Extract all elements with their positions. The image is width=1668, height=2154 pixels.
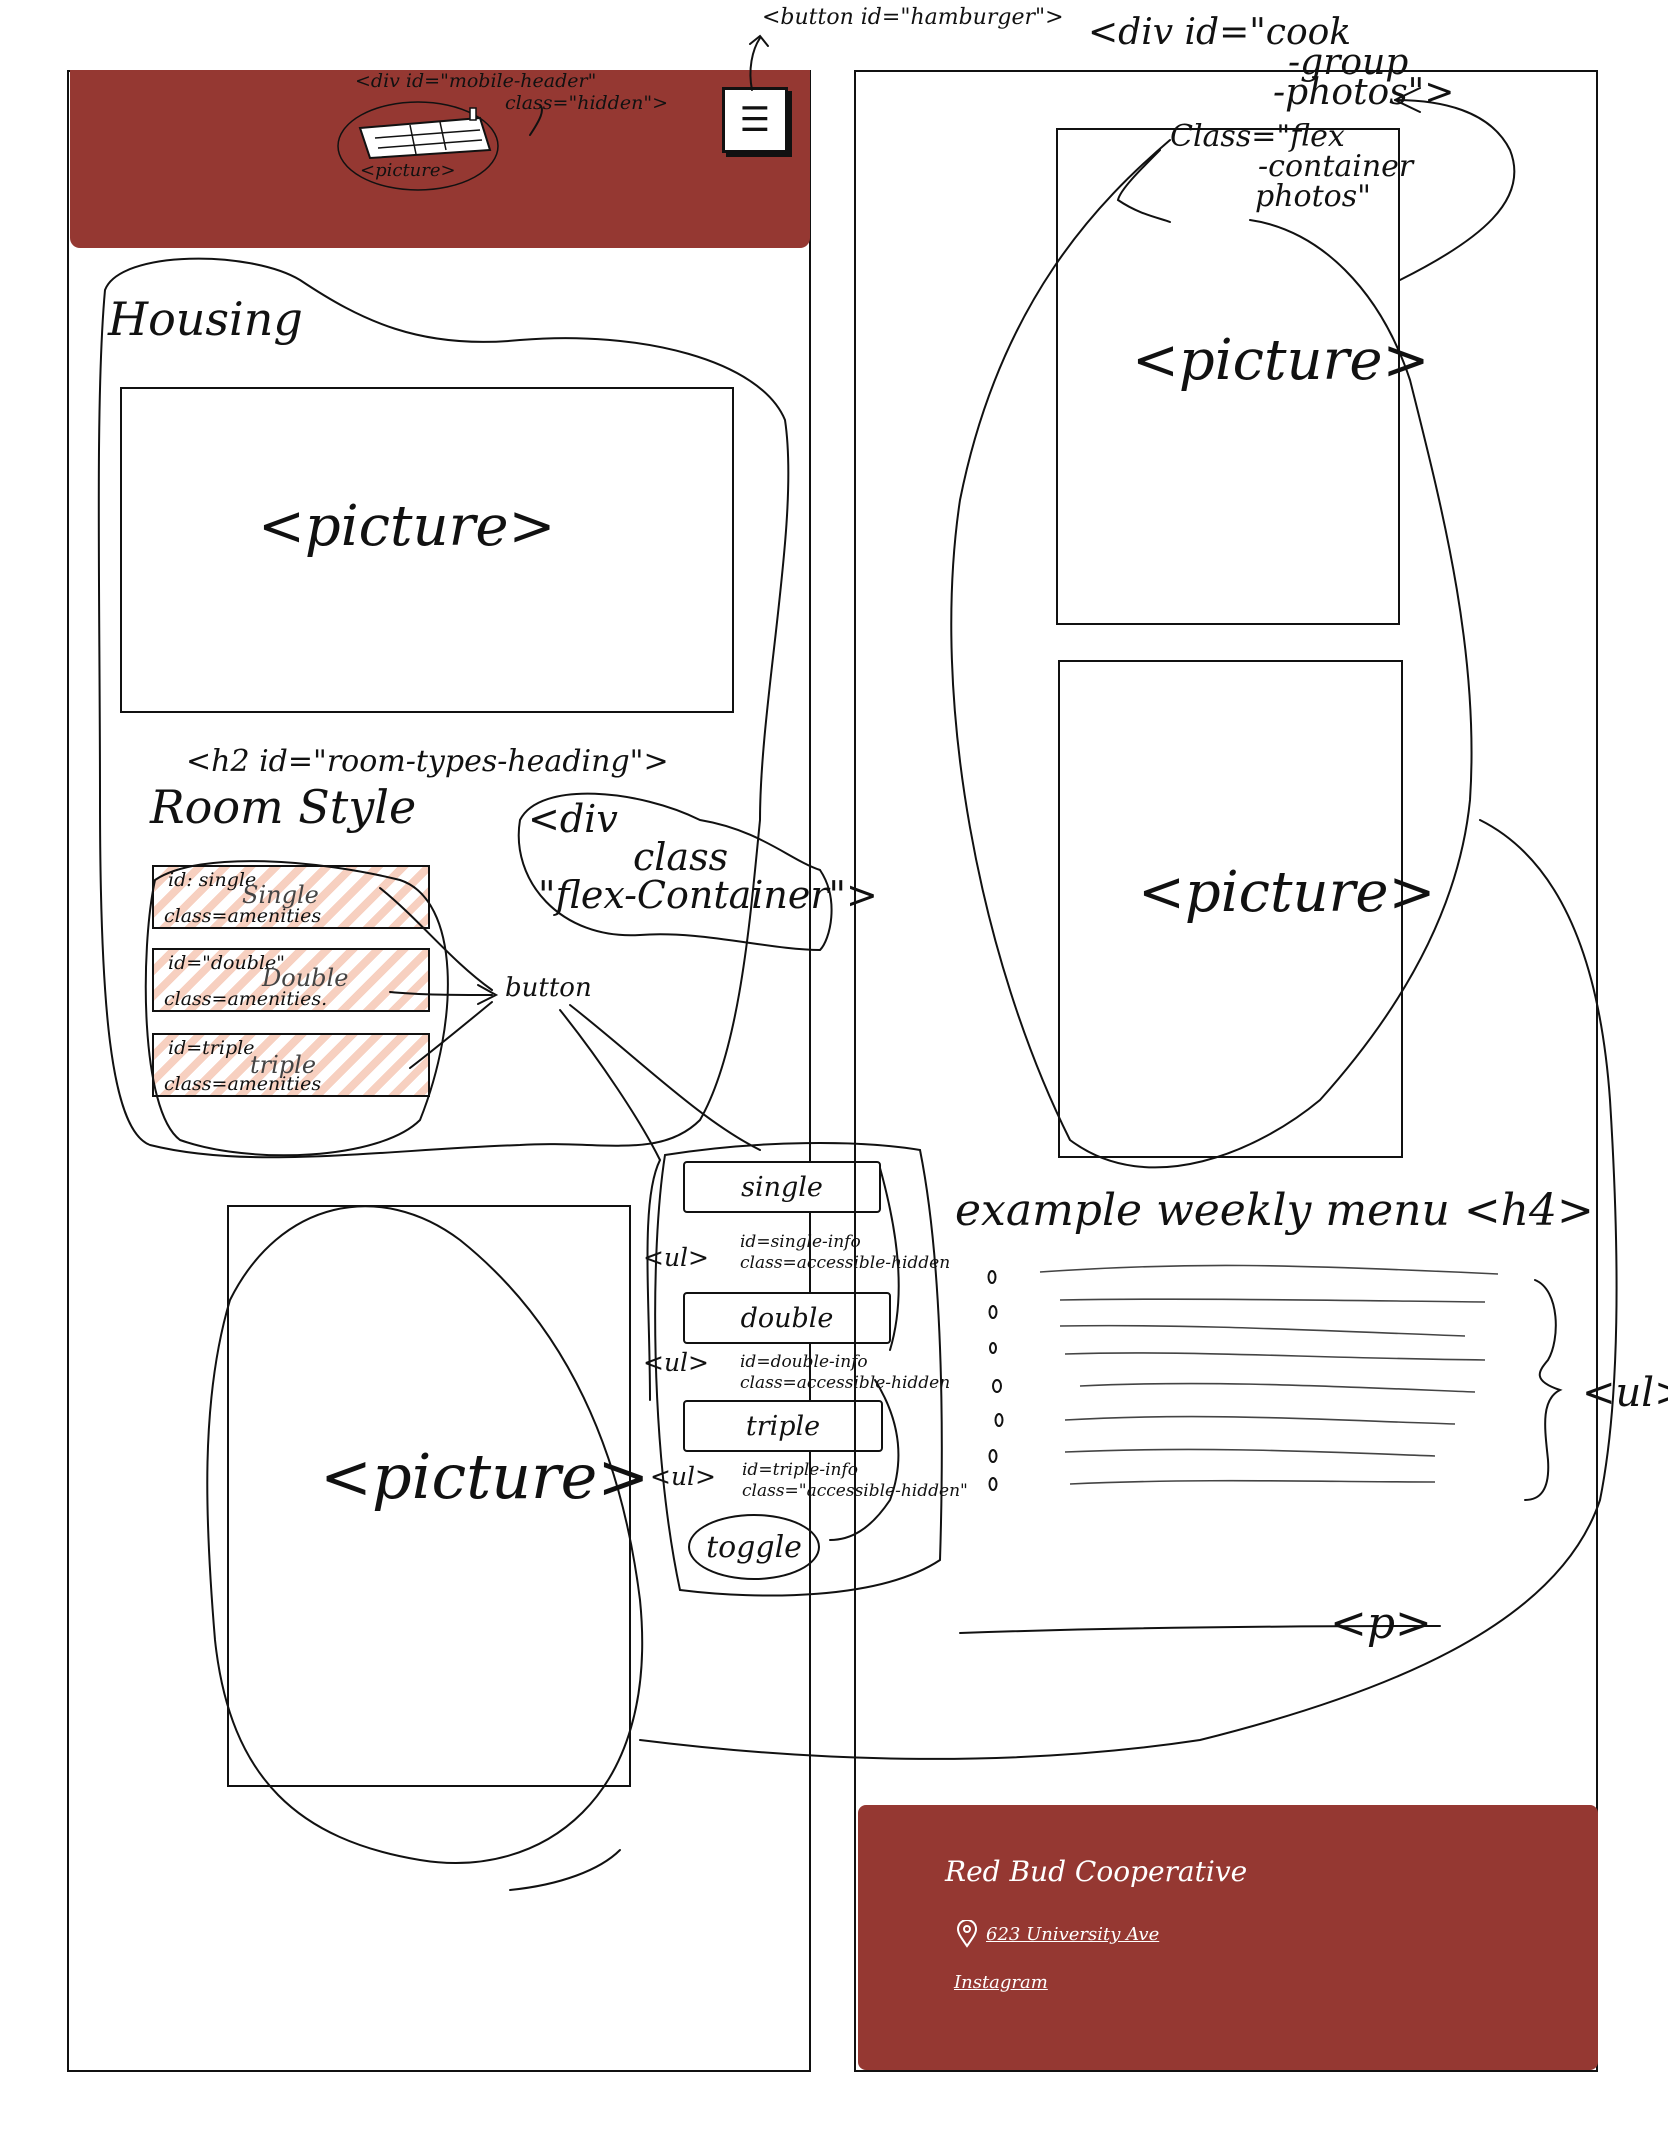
double-info-ul-tag: <ul> <box>643 1348 709 1377</box>
room-style-heading: Room Style <box>150 780 417 834</box>
amenity-class-label: class=amenities <box>164 1073 322 1095</box>
menu-bullet <box>994 1413 1004 1427</box>
logo-picture-label: <picture> <box>360 160 456 181</box>
toggle-button-triple[interactable]: triple <box>683 1400 883 1452</box>
weekly-menu-list <box>985 1262 1505 1502</box>
menu-bullet <box>992 1379 1002 1393</box>
menu-bullet <box>988 1305 998 1319</box>
ul-annotation: <ul> <box>1582 1370 1668 1416</box>
footer <box>858 1805 1598 2070</box>
amenity-class-label: class=amenities <box>164 905 322 927</box>
hamburger-button-annotation: <button id="hamburger"> <box>762 5 1064 30</box>
footer-instagram-link[interactable]: Instagram <box>954 1972 1048 1993</box>
triple-info-ul-tag: <ul> <box>650 1462 716 1491</box>
amenity-id-label: id=triple <box>168 1037 255 1059</box>
menu-bullet <box>988 1477 998 1491</box>
toggle-control[interactable]: toggle <box>688 1514 820 1580</box>
footer-org-name: Red Bud Cooperative <box>945 1855 1248 1888</box>
menu-bullet <box>989 1342 997 1354</box>
cook-group-div-annotation: <div id="cook -group -photos"> <box>1088 12 1455 113</box>
housing-heading: Housing <box>108 292 303 346</box>
paragraph-annotation: <p> <box>1330 1598 1432 1649</box>
button-annotation: button <box>505 973 592 1003</box>
toggle-button-single[interactable]: single <box>683 1161 881 1213</box>
menu-line <box>1059 1324 1466 1337</box>
menu-line <box>1064 1415 1456 1425</box>
menu-line <box>1064 1352 1486 1361</box>
hamburger-button[interactable]: ☰ <box>722 87 788 153</box>
single-info-ul-tag: <ul> <box>643 1243 709 1272</box>
mobile-header <box>70 70 810 248</box>
house-logo-icon <box>337 101 499 191</box>
menu-line <box>1059 1298 1486 1303</box>
weekly-menu-heading: example weekly menu <h4> <box>955 1185 1594 1236</box>
housing-picture-label: <picture> <box>258 494 556 559</box>
menu-line <box>1069 1479 1436 1485</box>
room-types-heading-annotation: <h2 id="room-types-heading"> <box>186 744 669 779</box>
menu-bullet <box>988 1449 998 1463</box>
menu-line <box>1079 1382 1476 1393</box>
location-pin-icon <box>956 1919 978 1948</box>
footer-address-link[interactable]: 623 University Ave <box>986 1924 1160 1945</box>
hamburger-menu-icon: ☰ <box>739 100 771 140</box>
cook-photo-2-label: <picture> <box>1138 860 1436 925</box>
room-picture-label: <picture> <box>320 1440 650 1513</box>
menu-bullet <box>987 1270 997 1284</box>
menu-line <box>1039 1264 1499 1275</box>
menu-line <box>1064 1448 1436 1457</box>
amenity-button-triple[interactable]: id=triple triple class=amenities <box>152 1033 430 1097</box>
cook-photo-1-label: <picture> <box>1132 328 1430 393</box>
amenity-button-double[interactable]: id="double" Double class=amenities. <box>152 948 430 1012</box>
amenity-button-single[interactable]: id: single Single class=amenities <box>152 865 430 929</box>
amenity-class-label: class=amenities. <box>164 988 328 1010</box>
logo <box>330 98 510 198</box>
mobile-header-annotation: <div id="mobile-header" class="hidden"> <box>355 70 668 114</box>
flex-container-annotation: <div class "flex-Container"> <box>528 797 878 917</box>
